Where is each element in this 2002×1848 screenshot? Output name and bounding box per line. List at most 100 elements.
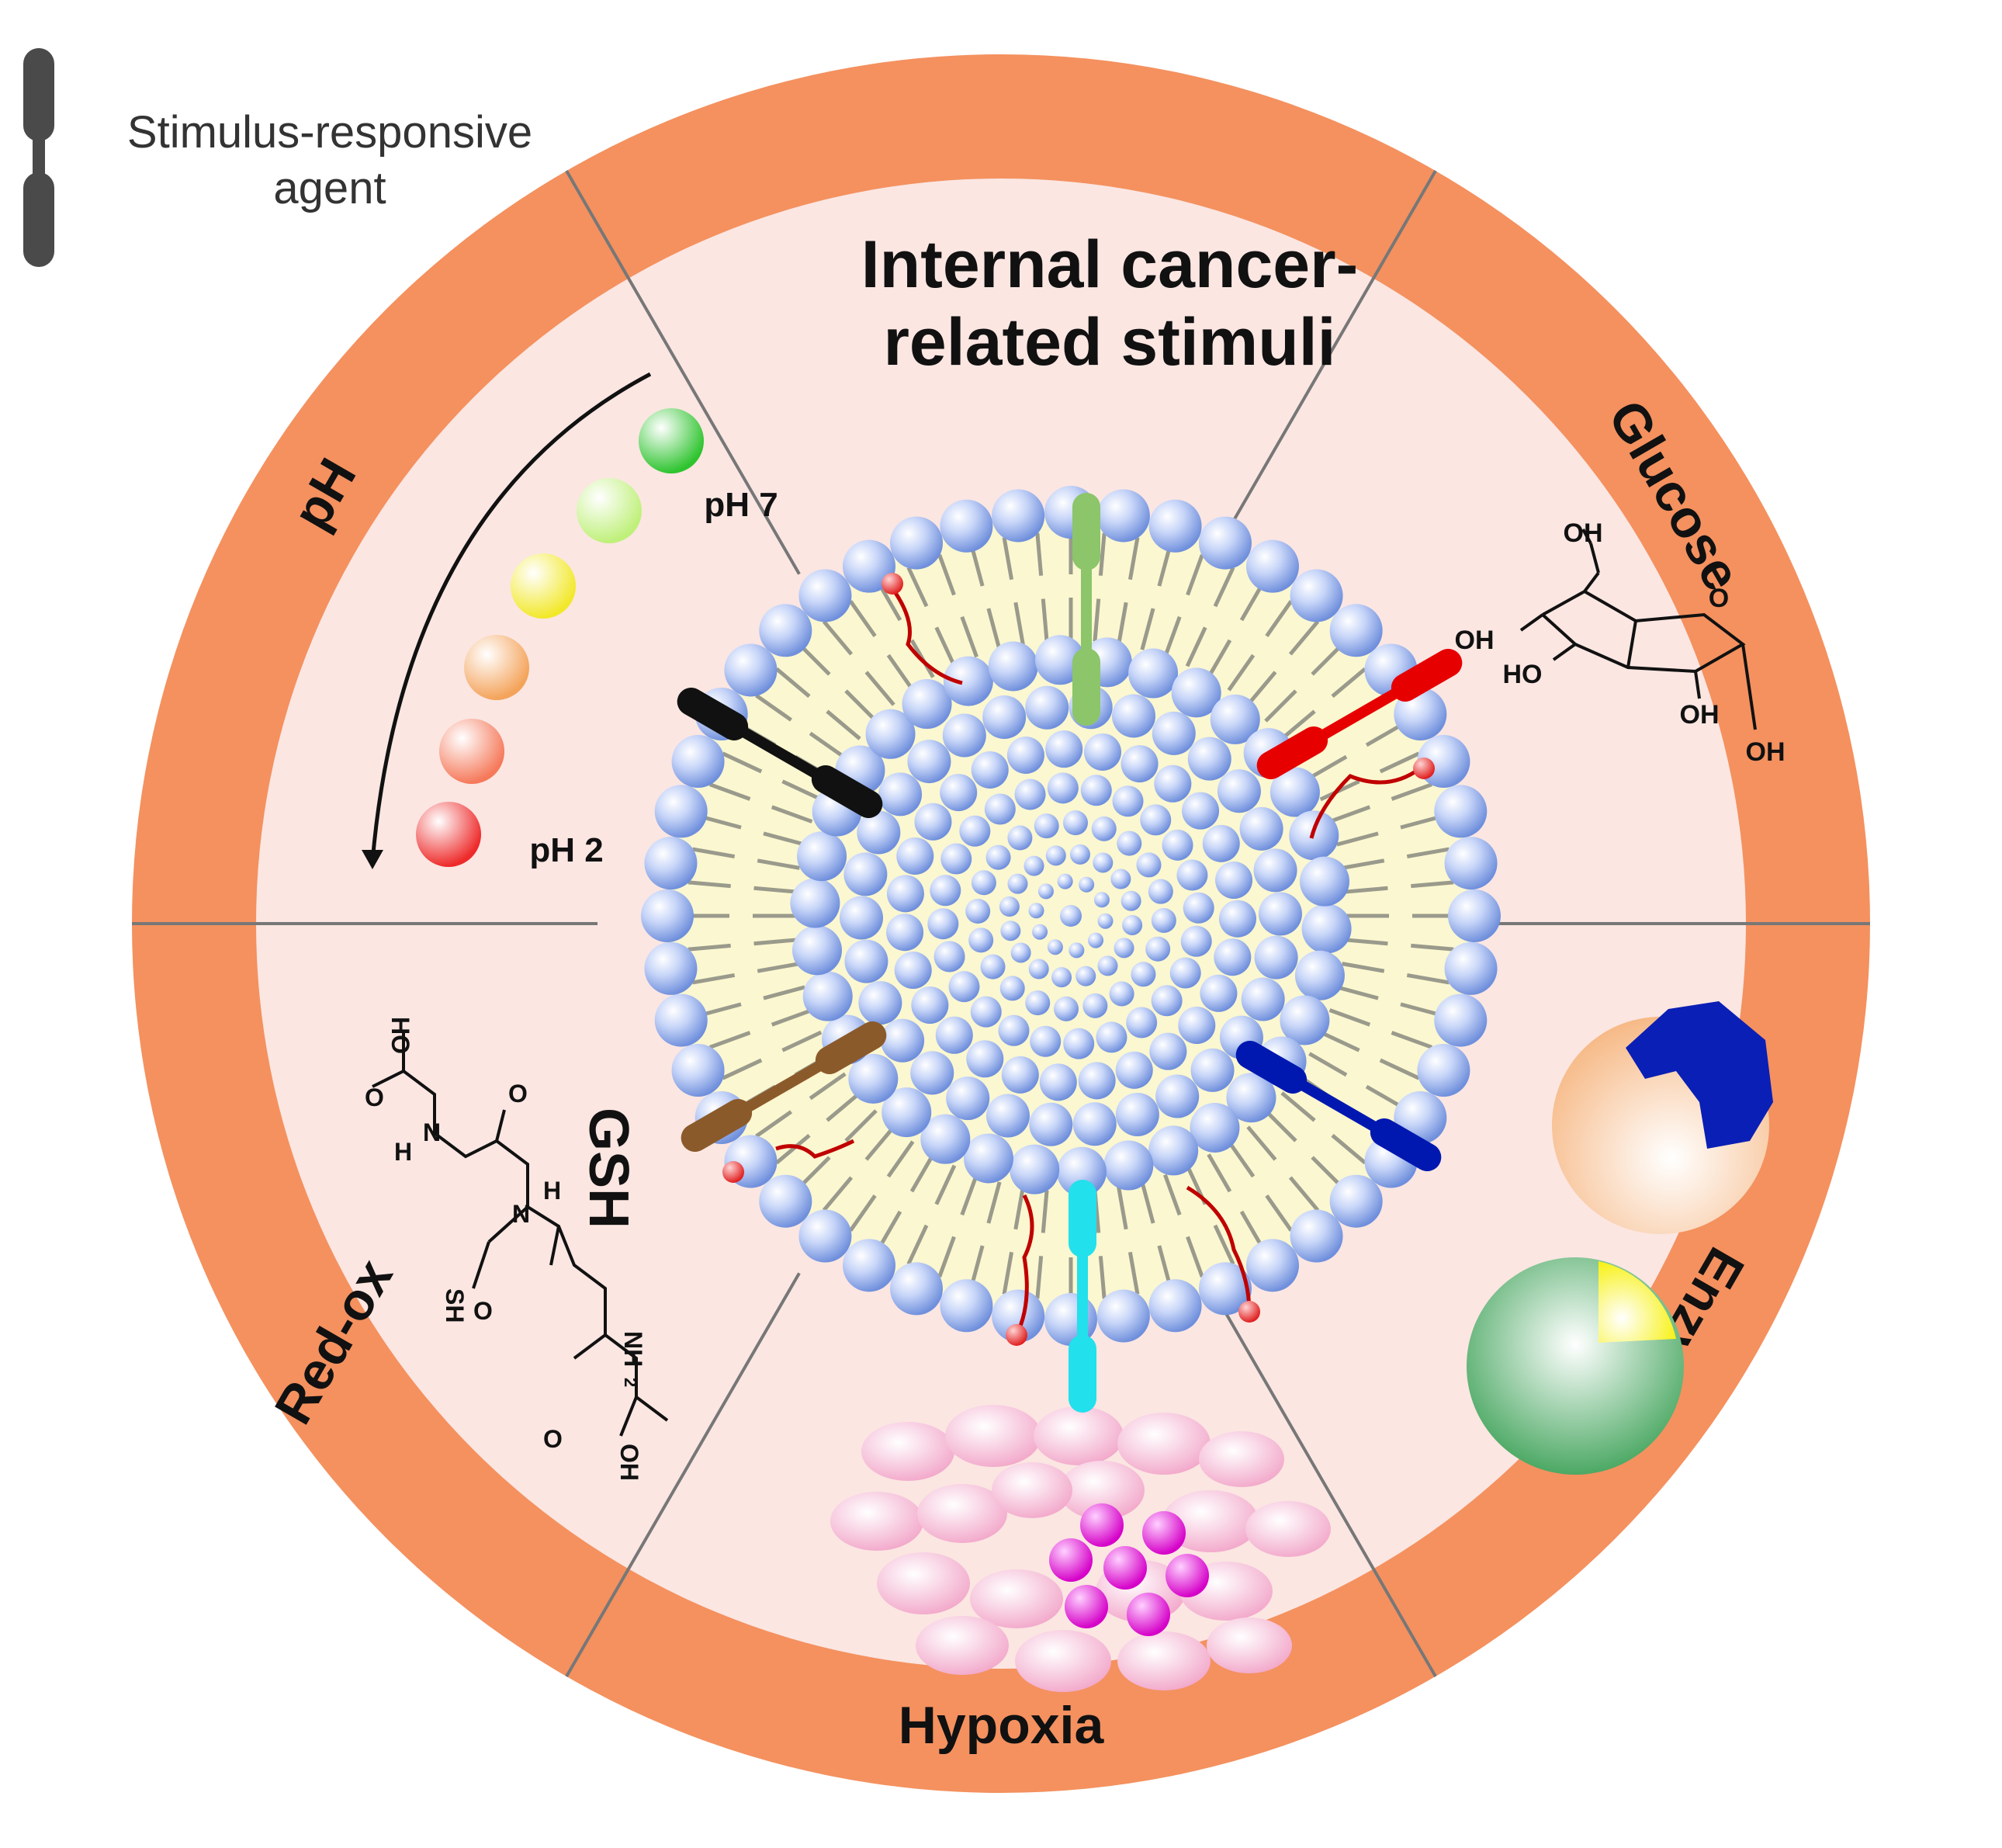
lipid-head [1056,1146,1107,1197]
lipid-head [948,971,980,1003]
lipid-head [1136,852,1162,878]
lipid-tail [1163,1174,1182,1216]
gsh-atom-h-1: H [394,1138,412,1166]
lipid-head [857,810,901,855]
lipid-head [1028,959,1049,979]
lipid-head [946,1077,990,1121]
lipid-tail [1098,532,1107,576]
lipid-head [1444,837,1498,890]
lipid-head [902,679,952,730]
lipid-head [1025,990,1051,1016]
lipid-head [1051,967,1072,988]
pink-cell [1059,1461,1145,1520]
lipid-head [1114,938,1134,959]
pink-cell [1245,1501,1331,1557]
lipid-tail [960,615,978,658]
lipid-tail [986,1181,1002,1224]
lipid-tail [1336,831,1379,847]
lipid-tail [1328,805,1371,823]
lipid-tail [1311,1156,1344,1189]
lipid-head [1007,825,1033,851]
lipid-head [1000,921,1021,941]
lipid-head [1115,1092,1159,1136]
lipid-tail [906,1224,929,1265]
center-title-line1: Internal cancer- [861,227,1358,302]
lipid-head [844,939,888,983]
lipid-tail [688,880,731,889]
lipid-tail [826,709,861,740]
lipid-head [1190,1048,1235,1092]
lipid-head [654,993,708,1047]
ph-dot [439,719,504,784]
lipid-tail [1157,544,1172,587]
lipid-head [1128,648,1179,699]
lipid-head [1301,903,1352,954]
red-linker [775,1139,855,1159]
lipid-tail [771,1008,813,1027]
lipid-head [963,1133,1013,1184]
enzyme-blue-substrate [1626,1001,1773,1149]
lipid-head [1190,1102,1240,1153]
lipid-head [878,772,923,817]
pink-cell [861,1422,954,1481]
lipid-tail [798,643,831,676]
lipid-head [1045,730,1083,768]
lipid-head [843,852,888,896]
lipid-tail [1117,1187,1128,1230]
lipid-head [1079,876,1095,893]
lipid-head [1096,1289,1150,1343]
lipid-head [1037,883,1054,900]
gsh-atom-nh2-subscript: 2 [621,1378,640,1387]
gsh-atom-o-4: O [543,1425,563,1453]
legend: Stimulus-responsive agent [23,48,532,267]
lipid-tail [1391,1031,1433,1049]
lipid-tail [798,1156,831,1189]
lipid-head [1039,1063,1077,1101]
lipid-head [1290,569,1343,622]
lipid-head [1218,900,1256,938]
lipid-head [966,1040,1004,1078]
pink-cell [1034,1406,1124,1465]
ph-low-label: pH 2 [529,831,603,869]
lipid-tail [1365,1084,1405,1110]
lipid-head [940,843,972,875]
lipid-head [802,971,853,1021]
agent-cyan [1069,1180,1096,1413]
lipid-head [1151,907,1176,933]
lipid-head [1010,1144,1060,1194]
pink-cell [1117,1631,1211,1690]
lipid-tail [844,689,878,723]
lipid-head [840,896,884,940]
lipid-tail [1207,639,1232,678]
lipid-head [1239,806,1283,851]
lipid-tail [763,985,805,1000]
lipid-tail [822,620,854,656]
lipid-tail [755,1110,793,1138]
lipid-tail [960,1174,978,1216]
lipid-head [1069,942,1085,959]
lipid-head [1198,1262,1252,1316]
lipid-tail [1406,973,1450,985]
lipid-head [1029,1102,1073,1146]
lipid-head [798,569,852,622]
lipid-tail [775,1133,811,1165]
lipid-tail [849,1194,877,1232]
lipid-head [927,908,959,940]
lipid-head [1246,539,1299,593]
lipid-head [1062,810,1088,836]
lipid-tail [757,962,800,973]
hypoxic-cell [1103,1546,1147,1590]
lipid-head [959,815,991,847]
lipid-head [1093,892,1110,908]
glucose-atom-oh-left: OH [1455,626,1495,655]
lipid-head [644,837,698,890]
pink-cell [916,1616,1009,1675]
lipid-head [759,1174,812,1228]
lipid-head [890,516,944,570]
lipid-head [843,1239,895,1292]
gsh-label: GSH [577,1108,639,1229]
lipid-head [1300,856,1350,907]
pink-cell [830,1492,923,1551]
lipid-head [886,914,924,952]
